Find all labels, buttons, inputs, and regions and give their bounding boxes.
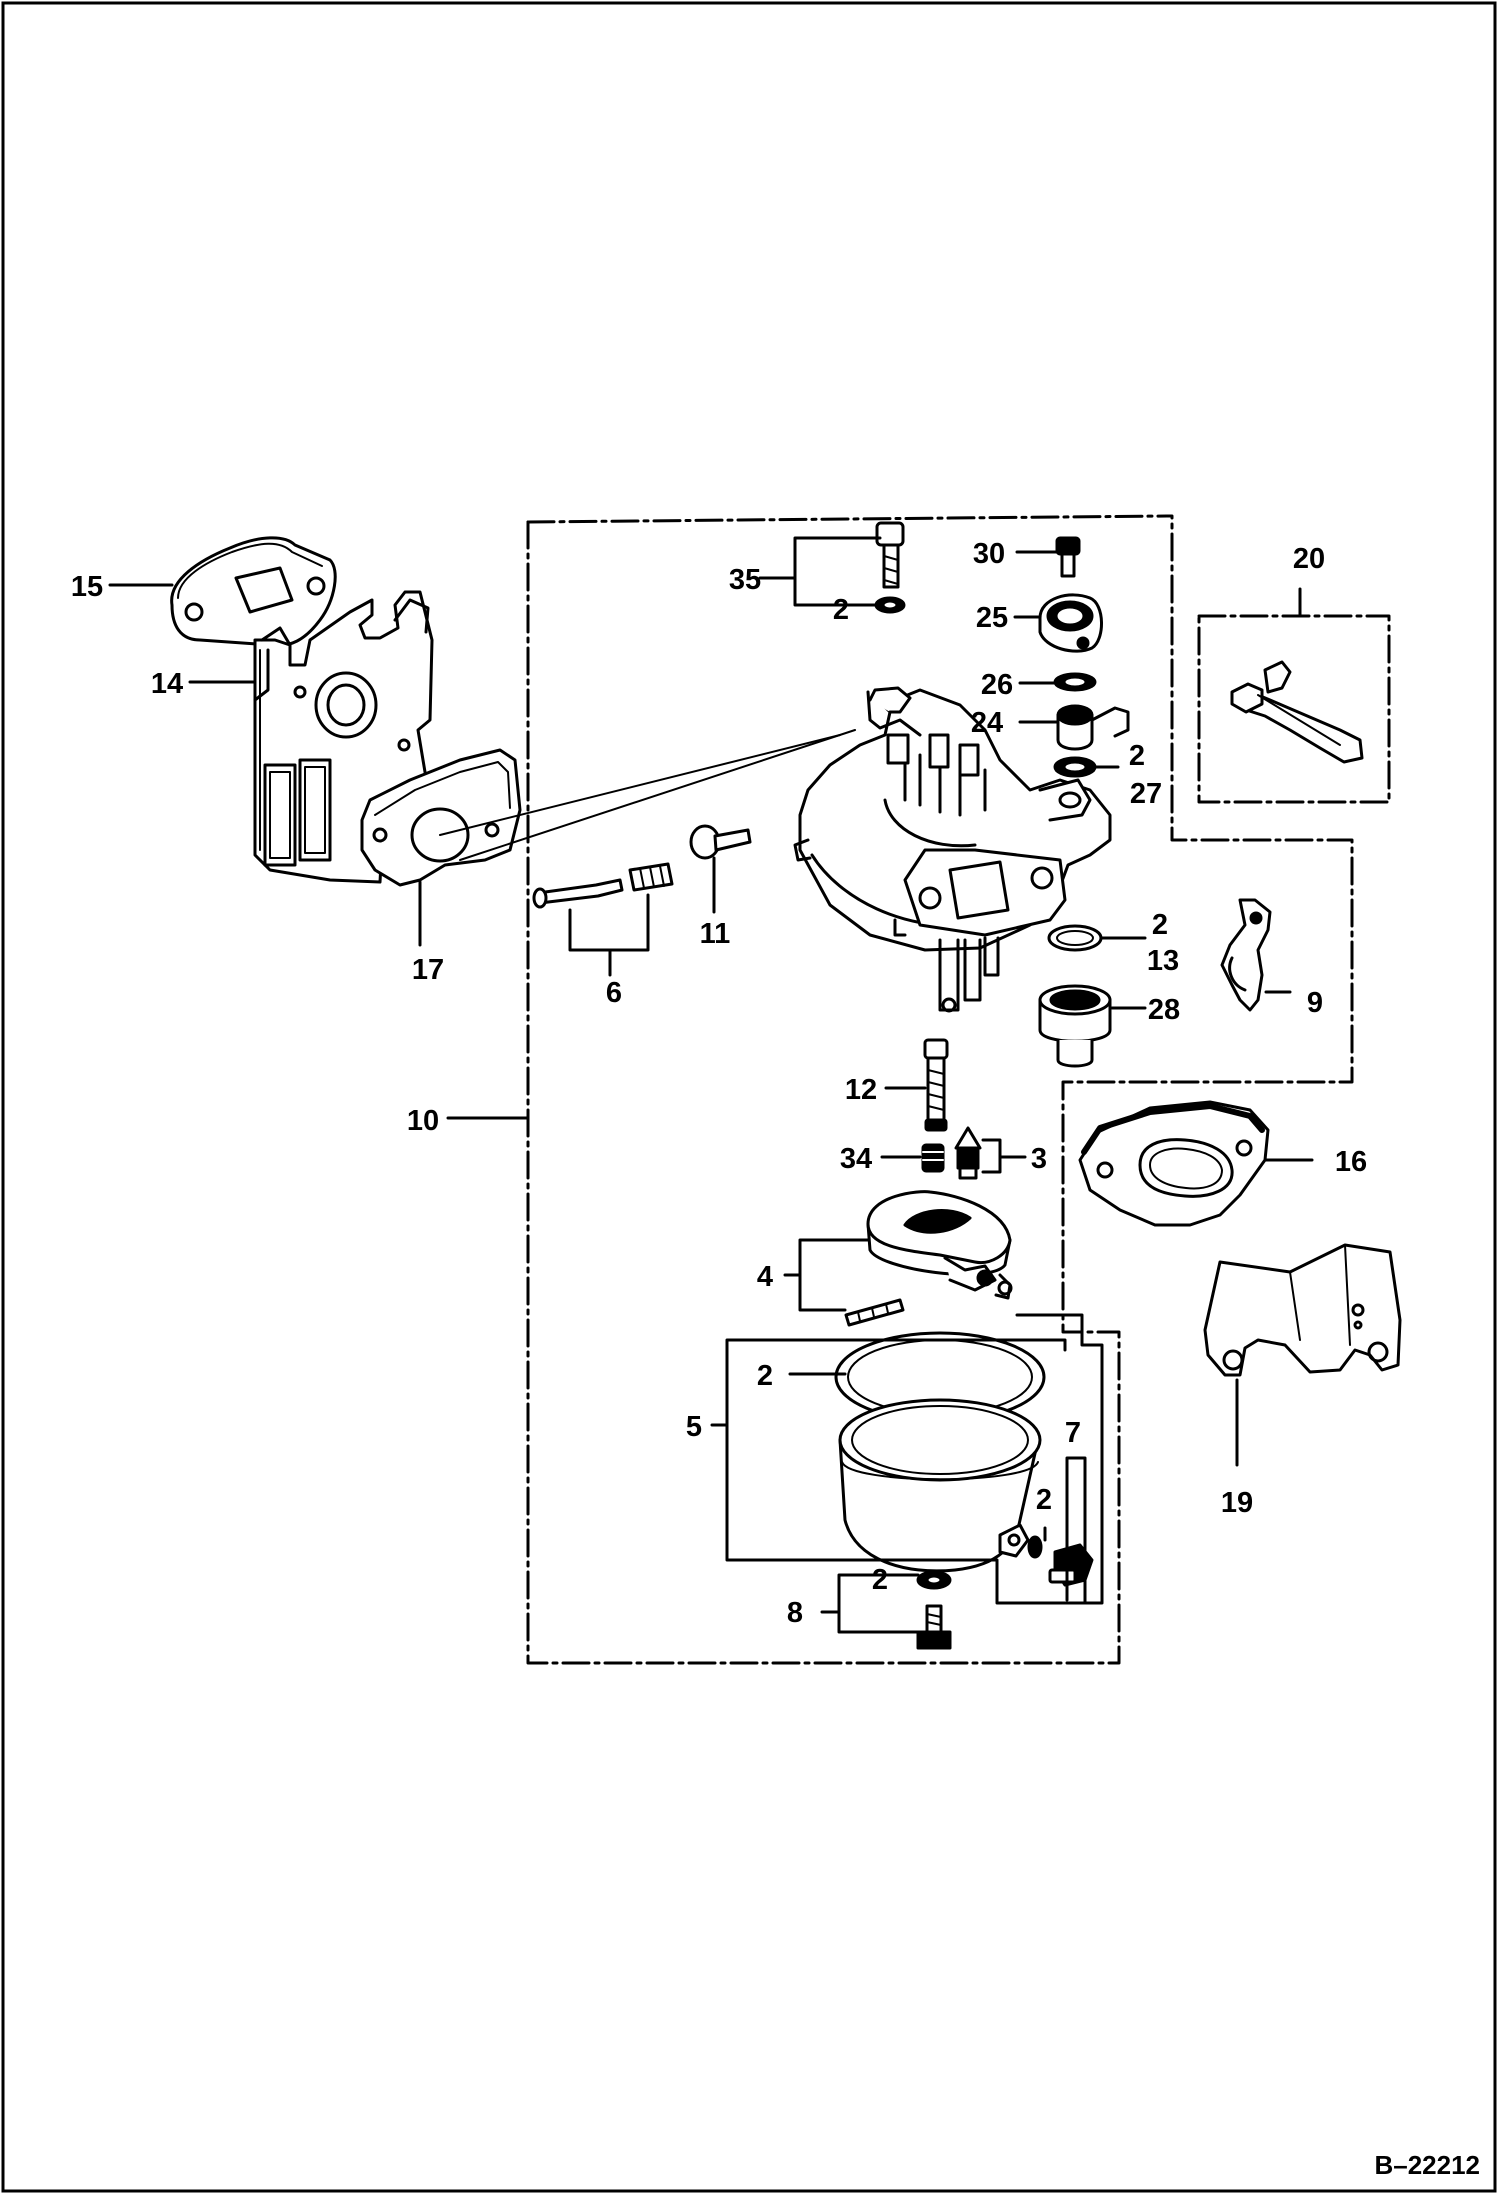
callout-15: 15: [71, 571, 103, 603]
callout-14: 14: [151, 668, 183, 700]
callout-2-5: 2: [757, 1360, 773, 1392]
callout-5: 5: [686, 1411, 702, 1443]
part-17-gasket: [360, 748, 522, 887]
part-34-main-jet: [921, 1143, 945, 1173]
part-25-cap: [1038, 593, 1103, 653]
part-3-float-valve: [954, 1126, 982, 1180]
callout-30: 30: [973, 538, 1005, 570]
callout-10: 10: [407, 1105, 439, 1137]
callout-13: 13: [1147, 945, 1179, 977]
callout-17: 17: [412, 954, 444, 986]
part-27-spring: [1053, 756, 1097, 778]
part-2-washer-35: [874, 596, 906, 614]
part-11-screw: [689, 824, 752, 860]
callout-24: 24: [971, 707, 1003, 739]
part-8-bolt: [916, 1570, 952, 1650]
part-20-choke-lever: [1230, 660, 1364, 764]
drawing-number: B–22212: [1374, 2150, 1480, 2180]
callout-9: 9: [1307, 987, 1323, 1019]
callout-19: 19: [1221, 1487, 1253, 1519]
callout-2-7: 2: [1036, 1484, 1052, 1516]
part-30-screw: [1055, 536, 1081, 578]
callout-25: 25: [976, 602, 1008, 634]
assembly-10-boundary: [526, 514, 1354, 1665]
part-35-screw: [875, 521, 905, 589]
leader-lines: [108, 536, 1314, 1634]
carburetor-body: [793, 686, 1112, 1013]
part-20-box: [1197, 614, 1391, 804]
callout-8: 8: [787, 1597, 803, 1629]
callout-2-13: 2: [1152, 909, 1168, 941]
part-6-pilot-screw: [532, 862, 674, 909]
part-28-jet-holder: [1038, 984, 1112, 1068]
callout-2-27: 2: [1129, 740, 1145, 772]
callout-6: 6: [606, 977, 622, 1009]
callout-20: 20: [1293, 543, 1325, 575]
callout-4: 4: [757, 1261, 773, 1293]
part-9-lever: [1220, 898, 1272, 1012]
callout-26: 26: [981, 669, 1013, 701]
callout-34: 34: [840, 1143, 872, 1175]
callout-2-8: 2: [872, 1564, 888, 1596]
callout-28: 28: [1148, 994, 1180, 1026]
part-13-oring: [1047, 924, 1103, 952]
part-float-pin: [844, 1298, 905, 1327]
part-24-lever: [1056, 704, 1130, 751]
callout-27: 27: [1130, 778, 1162, 810]
callout-3: 3: [1031, 1143, 1047, 1175]
callout-16: 16: [1335, 1146, 1367, 1178]
part-16-insulator: [1078, 1100, 1270, 1227]
callout-12: 12: [845, 1074, 877, 1106]
callout-11: 11: [700, 918, 731, 950]
callout-2-35: 2: [833, 594, 849, 626]
part-4-float: [866, 1190, 1013, 1300]
part-19-bracket: [1203, 1243, 1402, 1377]
callout-7: 7: [1065, 1417, 1081, 1449]
part-7-drain-screw: [1027, 1535, 1094, 1587]
part-15-gasket: [170, 536, 337, 648]
callout-35: 35: [729, 564, 761, 596]
part-26-spring: [1053, 672, 1097, 692]
part-5-float-bowl: [834, 1331, 1046, 1573]
part-12-needle-jet: [923, 1038, 949, 1132]
